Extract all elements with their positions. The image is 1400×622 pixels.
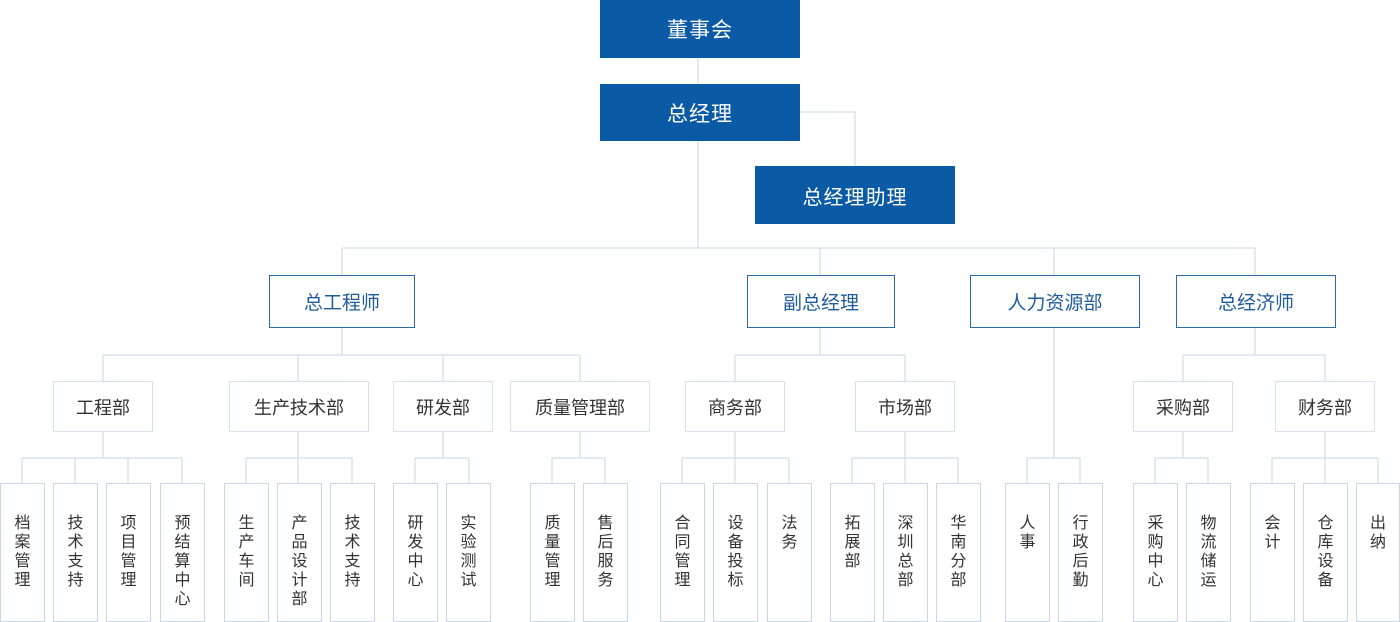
leaf-project-management: 项目管理: [106, 483, 151, 622]
leaf-product-design: 产品设计部: [277, 483, 322, 622]
leaf-archive-management: 档案管理: [0, 483, 45, 622]
leaf-shenzhen-hq: 深圳总部: [883, 483, 928, 622]
leaf-quality-management: 质量管理: [530, 483, 575, 622]
line-quality-leaves: [551, 431, 606, 483]
leaf-tech-support-2: 技术支持: [330, 483, 375, 622]
leaf-rnd-center: 研发中心: [393, 483, 438, 622]
gm-box: 总经理: [600, 84, 800, 141]
dept-commerce: 商务部: [685, 381, 785, 432]
line-finance-leaves: [1271, 431, 1379, 483]
leaf-purchase-center: 采购中心: [1133, 483, 1178, 622]
leaf-south-china-branch: 华南分部: [936, 483, 981, 622]
board-box: 董事会: [600, 0, 800, 58]
leaf-legal: 法务: [767, 483, 812, 622]
leaf-expansion: 拓展部: [830, 483, 875, 622]
gm-assistant-box: 总经理助理: [755, 166, 955, 224]
leaf-production-workshop: 生产车间: [224, 483, 269, 622]
deputy-gm-box: 副总经理: [747, 275, 895, 328]
leaf-cashier: 出纳: [1356, 483, 1400, 622]
dept-quality: 质量管理部: [510, 381, 650, 432]
line-market-leaves: [851, 431, 959, 483]
dept-purchase: 采购部: [1133, 381, 1233, 432]
dept-rnd: 研发部: [393, 381, 493, 432]
line-chief-engineer-bus: [102, 327, 581, 381]
dept-finance: 财务部: [1275, 381, 1375, 432]
leaf-logistics-storage: 物流储运: [1186, 483, 1231, 622]
line-commerce-leaves: [681, 431, 790, 483]
dept-engineering: 工程部: [53, 381, 153, 432]
line-hr-bus: [1026, 327, 1081, 483]
line-gm-assistant: [799, 111, 856, 166]
leaf-lab-testing: 实验测试: [446, 483, 491, 622]
leaf-equipment-bidding: 设备投标: [713, 483, 758, 622]
line-production-leaves: [245, 431, 353, 483]
leaf-tech-support: 技术支持: [53, 483, 98, 622]
line-engineering-leaves: [21, 431, 183, 483]
chief-economist-box: 总经济师: [1176, 275, 1336, 328]
hr-box: 人力资源部: [970, 275, 1140, 328]
leaf-admin-logistics: 行政后勤: [1058, 483, 1103, 622]
leaf-personnel: 人事: [1005, 483, 1050, 622]
line-deputy-gm-bus: [734, 327, 906, 381]
line-purchase-leaves: [1154, 431, 1209, 483]
leaf-contract-management: 合同管理: [660, 483, 705, 622]
dept-market: 市场部: [855, 381, 955, 432]
leaf-accounting: 会计: [1250, 483, 1295, 622]
leaf-after-sales: 售后服务: [583, 483, 628, 622]
leaf-budget-settlement-center: 预结算中心: [160, 483, 205, 622]
dept-production-tech: 生产技术部: [229, 381, 369, 432]
line-chief-economist-bus: [1182, 327, 1326, 381]
line-rnd-leaves: [414, 431, 470, 483]
chief-engineer-box: 总工程师: [269, 275, 415, 328]
leaf-warehouse-equipment: 仓库设备: [1303, 483, 1348, 622]
